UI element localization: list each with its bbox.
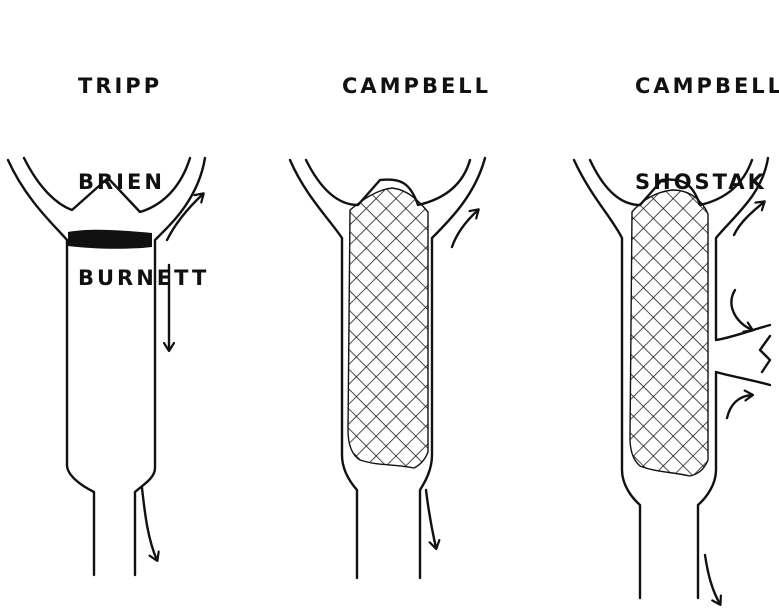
panel-1-inner-wall <box>24 158 190 212</box>
panel-2-vessel <box>290 158 485 578</box>
panel-1-arrow-branch <box>167 194 203 240</box>
panel-3-arrow-branch <box>734 202 764 235</box>
panel-3-right-wall-lower <box>698 372 770 598</box>
panel-1-arrow-outflow <box>142 488 157 560</box>
panel-3-vessel <box>574 158 770 604</box>
panel-1-vessel <box>8 158 205 575</box>
panel-2-arrow-branch <box>452 210 478 247</box>
panel-2-arrow-outflow <box>426 490 436 548</box>
panel-2-left-wall <box>290 160 357 578</box>
panel-3-thrombus <box>630 190 708 476</box>
panel-1-left-wall <box>8 160 94 575</box>
panel-3-right-wall-upper <box>716 158 770 340</box>
panel-1-occlusion-band <box>68 230 152 249</box>
panel-3-arrow-side-out <box>727 395 752 418</box>
panel-3-side-branch <box>760 336 770 372</box>
panel-3-arrow-outflow <box>705 555 720 604</box>
panel-3-arrow-side-in <box>731 290 752 330</box>
panel-2-thrombus <box>348 188 428 468</box>
